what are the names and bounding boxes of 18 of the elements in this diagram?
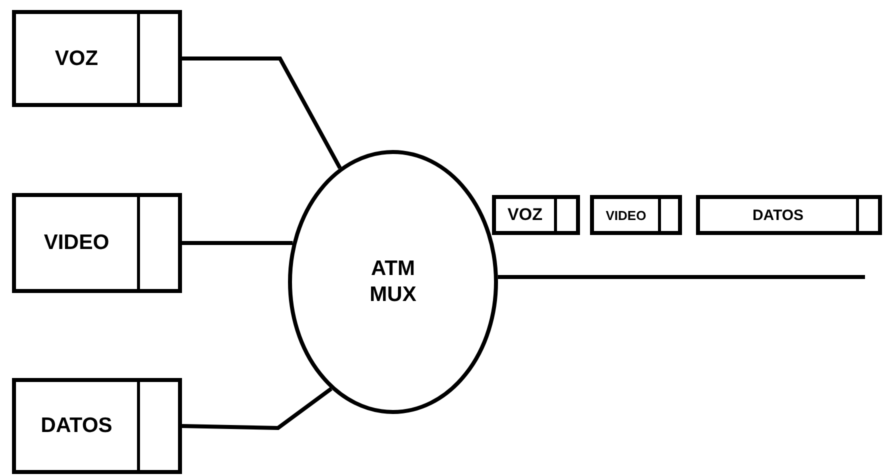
cell-box	[12, 378, 182, 474]
cell-box	[590, 195, 682, 235]
node-label: ATM MUX	[368, 256, 418, 308]
connector-line	[182, 56, 342, 170]
cell-label: VOZ	[54, 46, 98, 70]
cell-label: DATOS	[752, 206, 804, 224]
cell-label: VIDEO	[606, 208, 646, 222]
cell-label: VOZ	[508, 205, 542, 225]
cell-box	[12, 193, 182, 293]
multiplexer-ellipse	[288, 150, 498, 414]
cell-label: DATOS	[40, 414, 112, 438]
connector-line	[182, 241, 293, 245]
cell-box	[492, 195, 580, 235]
cell-box	[696, 195, 882, 235]
connector-line	[498, 275, 865, 279]
cell-label: VIDEO	[44, 231, 110, 255]
connector-line	[182, 387, 332, 430]
cell-box	[12, 10, 182, 107]
